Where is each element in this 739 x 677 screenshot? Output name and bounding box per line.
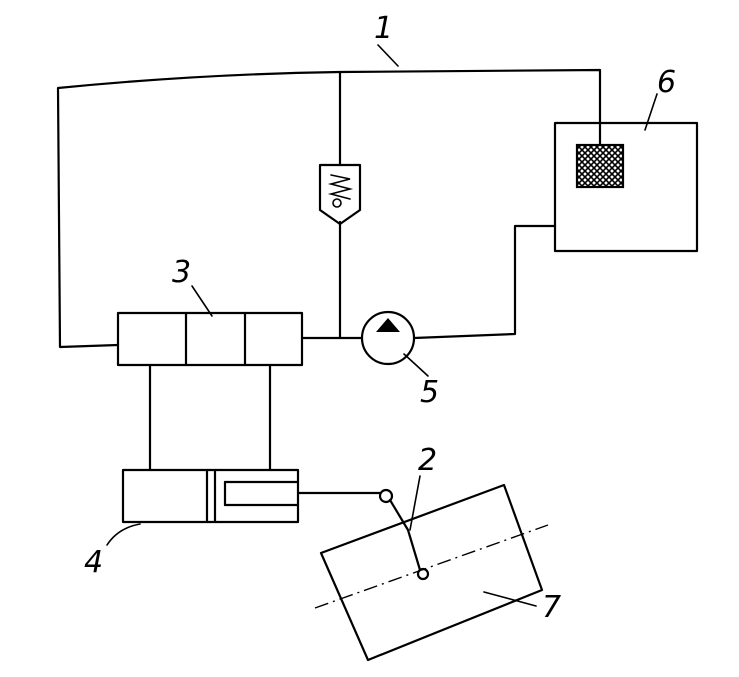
return-line-1: [56, 68, 602, 349]
hydraulic-cylinder-4: [121, 468, 300, 524]
leader-3: [191, 285, 213, 317]
rod-joint: [378, 488, 394, 504]
leader-6: [644, 93, 658, 131]
label-2: 2: [418, 443, 437, 478]
label-4: 4: [84, 545, 103, 580]
leader-5: [403, 353, 429, 377]
label-1: 1: [374, 11, 393, 46]
body-axis: [314, 524, 549, 609]
linkage-arm: [388, 498, 422, 572]
suction-line: [412, 224, 557, 340]
leader-1: [377, 44, 399, 67]
rotating-body-7: [319, 483, 544, 662]
label-6: 6: [657, 65, 676, 100]
leader-2: [409, 475, 421, 531]
tank-6: [553, 121, 699, 253]
relief-valve-icon: [318, 163, 362, 226]
label-3: 3: [172, 255, 191, 290]
label-7: 7: [542, 590, 561, 625]
filter-icon: [575, 143, 625, 189]
directional-valve-3: [116, 311, 304, 367]
label-5: 5: [420, 375, 439, 410]
leader-7: [483, 591, 537, 607]
pivot-joint: [416, 567, 430, 581]
leader-4: [106, 523, 141, 546]
